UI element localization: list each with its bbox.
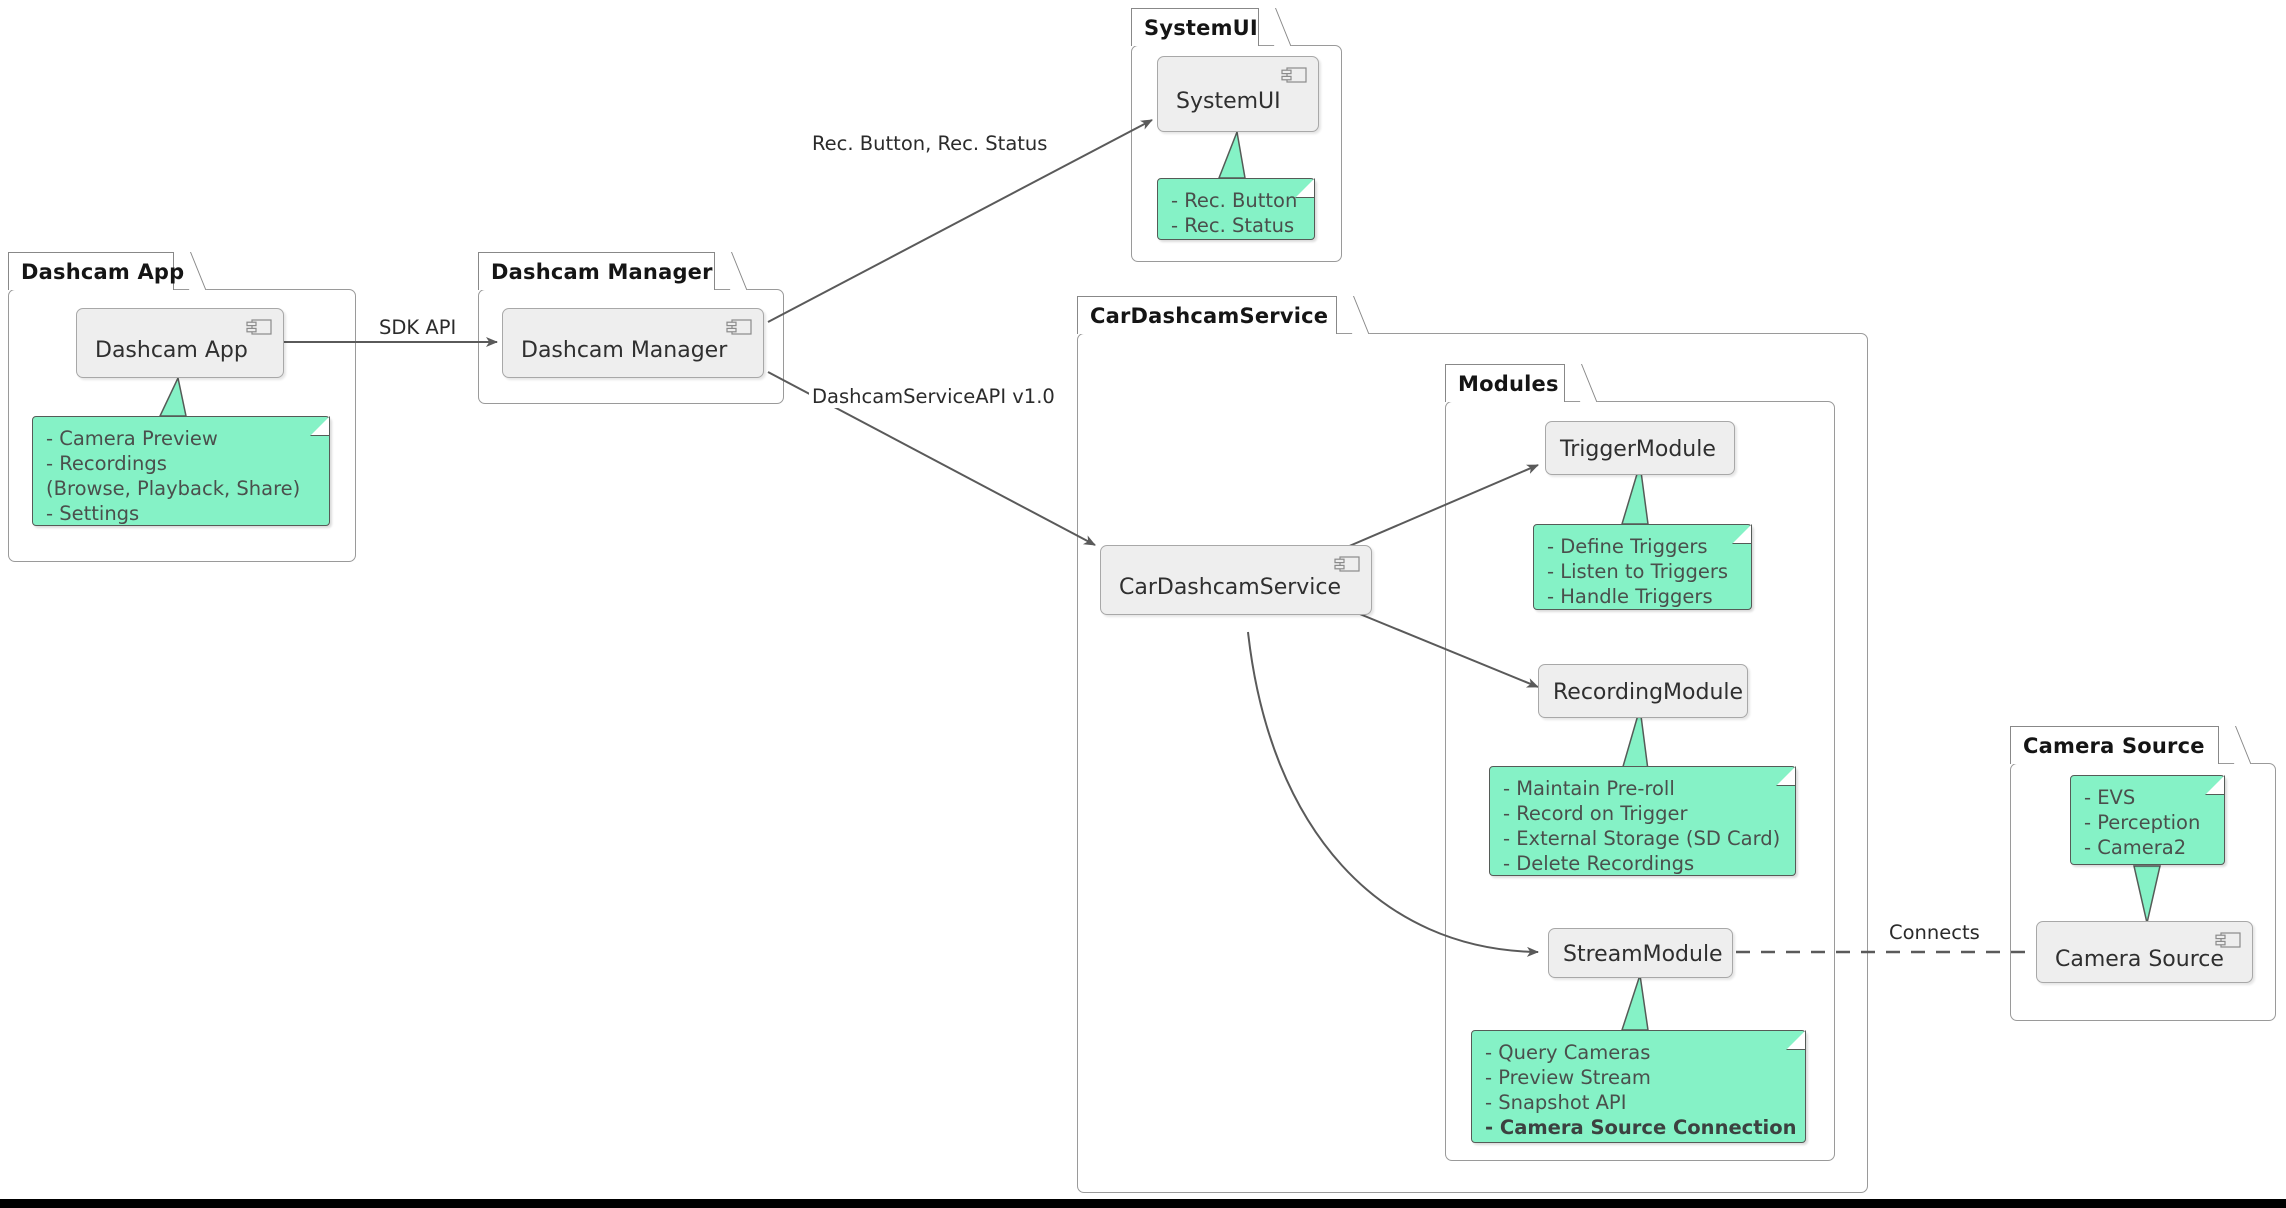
component-label-stream-module: StreamModule <box>1563 941 1723 967</box>
component-system-ui[interactable]: SystemUI <box>1157 56 1319 132</box>
package-title-car-dashcam-service: CarDashcamService <box>1090 303 1329 328</box>
package-tab-notch <box>715 252 748 290</box>
note-line: - Listen to Triggers <box>1547 560 1729 583</box>
component-label-camera-source: Camera Source <box>2055 946 2224 972</box>
note-line: - Record on Trigger <box>1503 802 1688 825</box>
edge-label-sdk-api: SDK API <box>376 316 460 339</box>
note-line: - Camera Source Connection <box>1485 1116 1797 1139</box>
note-line: - Snapshot API <box>1485 1091 1627 1114</box>
package-tab-camera-source: Camera Source <box>2010 726 2219 764</box>
note-line: - Delete Recordings <box>1503 852 1695 875</box>
component-recording-module[interactable]: RecordingModule <box>1538 664 1748 718</box>
note-line: - EVS <box>2084 786 2136 809</box>
note-line: - Maintain Pre-roll <box>1503 777 1675 800</box>
note-dashcam-app: - Camera Preview - Recordings (Browse, P… <box>32 416 330 526</box>
package-tab-notch <box>1337 296 1370 334</box>
package-tab-notch <box>2219 726 2252 764</box>
note-trigger-module: - Define Triggers - Listen to Triggers -… <box>1533 524 1752 610</box>
uml-component-icon <box>2215 932 2241 948</box>
note-line: - Rec. Button <box>1171 189 1298 212</box>
uml-component-icon <box>1281 67 1307 83</box>
component-label-car-dashcam-service: CarDashcamService <box>1119 574 1342 600</box>
component-label-recording-module: RecordingModule <box>1553 679 1744 705</box>
note-line: - Query Cameras <box>1485 1041 1651 1064</box>
component-label-trigger-module: TriggerModule <box>1560 436 1716 462</box>
component-stream-module[interactable]: StreamModule <box>1548 928 1733 978</box>
package-tab-dashcam-manager: Dashcam Manager <box>478 252 715 290</box>
component-trigger-module[interactable]: TriggerModule <box>1545 421 1735 475</box>
package-title-system-ui: SystemUI <box>1144 15 1258 40</box>
package-tab-system-ui: SystemUI <box>1131 8 1259 46</box>
note-line: - Perception <box>2084 811 2201 834</box>
package-tab-dashcam-app: Dashcam App <box>8 252 184 290</box>
note-line: - Define Triggers <box>1547 535 1708 558</box>
component-label-system-ui: SystemUI <box>1176 88 1281 114</box>
package-tab-notch <box>1259 8 1292 46</box>
note-line: - Preview Stream <box>1485 1066 1651 1089</box>
package-title-dashcam-manager: Dashcam Manager <box>491 259 713 284</box>
note-line: - Rec. Status <box>1171 214 1295 237</box>
note-line: - Handle Triggers <box>1547 585 1713 608</box>
package-tab-modules: Modules <box>1445 364 1565 402</box>
note-recording-module: - Maintain Pre-roll - Record on Trigger … <box>1489 766 1796 876</box>
uml-component-icon <box>246 319 272 335</box>
uml-component-icon <box>726 319 752 335</box>
package-title-camera-source: Camera Source <box>2023 733 2205 758</box>
edge-label-rec-button-status: Rec. Button, Rec. Status <box>809 132 1051 155</box>
package-tab-car-dashcam-service: CarDashcamService <box>1077 296 1337 334</box>
component-label-dashcam-app: Dashcam App <box>95 337 248 363</box>
note-camera-source: - EVS - Perception - Camera2 <box>2070 775 2225 865</box>
component-dashcam-app[interactable]: Dashcam App <box>76 308 284 378</box>
note-line: - Camera Preview <box>46 427 218 450</box>
edge-label-connects: Connects <box>1886 921 1983 944</box>
component-dashcam-manager[interactable]: Dashcam Manager <box>502 308 764 378</box>
note-stream-module: - Query Cameras - Preview Stream - Snaps… <box>1471 1030 1806 1143</box>
note-line: (Browse, Playback, Share) <box>46 477 301 500</box>
component-label-dashcam-manager: Dashcam Manager <box>521 337 728 363</box>
note-system-ui: - Rec. Button - Rec. Status <box>1157 178 1315 240</box>
edge-label-dashcam-service-api: DashcamServiceAPI v1.0 <box>809 385 1058 408</box>
package-title-modules: Modules <box>1458 371 1559 396</box>
note-line: - External Storage (SD Card) <box>1503 827 1781 850</box>
package-title-dashcam-app: Dashcam App <box>21 259 185 284</box>
note-line: - Recordings <box>46 452 167 475</box>
window-bottom-bar <box>0 1199 2286 1208</box>
component-car-dashcam-service[interactable]: CarDashcamService <box>1100 545 1372 615</box>
note-line: - Camera2 <box>2084 836 2187 859</box>
note-line: - Settings <box>46 502 140 525</box>
uml-component-icon <box>1334 556 1360 572</box>
component-camera-source[interactable]: Camera Source <box>2036 921 2253 983</box>
